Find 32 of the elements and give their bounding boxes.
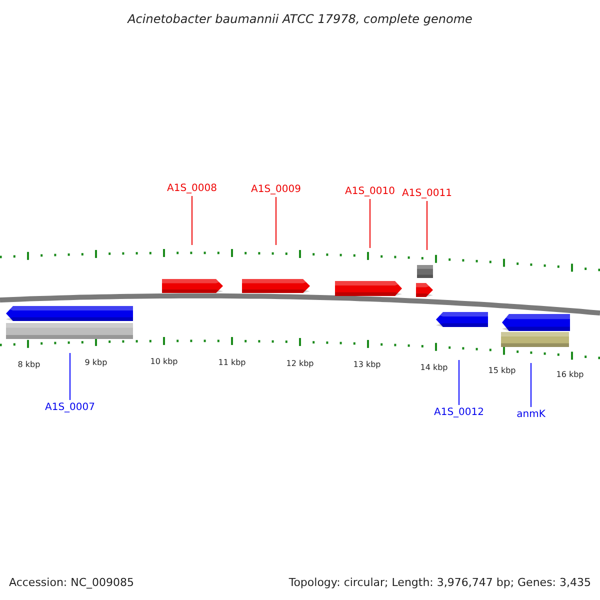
scale-label: 16 kbp xyxy=(556,369,584,381)
gene-feature xyxy=(416,283,433,297)
scale-label: 11 kbp xyxy=(218,357,246,369)
gene-feature xyxy=(6,306,133,321)
scale-label: 8 kbp xyxy=(18,359,40,371)
scale-label: 13 kbp xyxy=(353,359,381,371)
leader-line xyxy=(458,360,460,406)
leader-line xyxy=(426,200,428,250)
gene-label: A1S_0007 xyxy=(45,401,95,414)
gene-feature xyxy=(502,314,570,331)
gene-label: A1S_0012 xyxy=(434,406,484,419)
feature-bar xyxy=(501,332,569,347)
scale-label: 15 kbp xyxy=(488,365,516,377)
gene-feature xyxy=(436,312,488,327)
feature-bar xyxy=(6,323,133,339)
scale-label: 9 kbp xyxy=(84,357,108,369)
gene-feature xyxy=(242,279,310,293)
scale-label: 14 kbp xyxy=(420,362,448,374)
scale-label: 12 kbp xyxy=(286,358,314,370)
scale-label: 10 kbp xyxy=(150,356,178,368)
gene-label: A1S_0008 xyxy=(167,182,217,195)
genome-info-note: Topology: circular; Length: 3,976,747 bp; Genes: 3,435 xyxy=(288,575,591,591)
gene-feature xyxy=(162,279,223,293)
gene-label: A1S_0009 xyxy=(251,183,301,196)
feature-block xyxy=(417,265,433,278)
gene-label: anmK xyxy=(516,408,546,421)
gene-label: A1S_0010 xyxy=(345,185,395,198)
leader-line xyxy=(530,362,532,408)
gene-feature xyxy=(335,281,402,296)
gene-label: A1S_0011 xyxy=(402,187,452,200)
title: Acinetobacter baumannii ATCC 17978, complete genome xyxy=(126,11,474,28)
accession-note: Accession: NC_009085 xyxy=(9,575,134,591)
